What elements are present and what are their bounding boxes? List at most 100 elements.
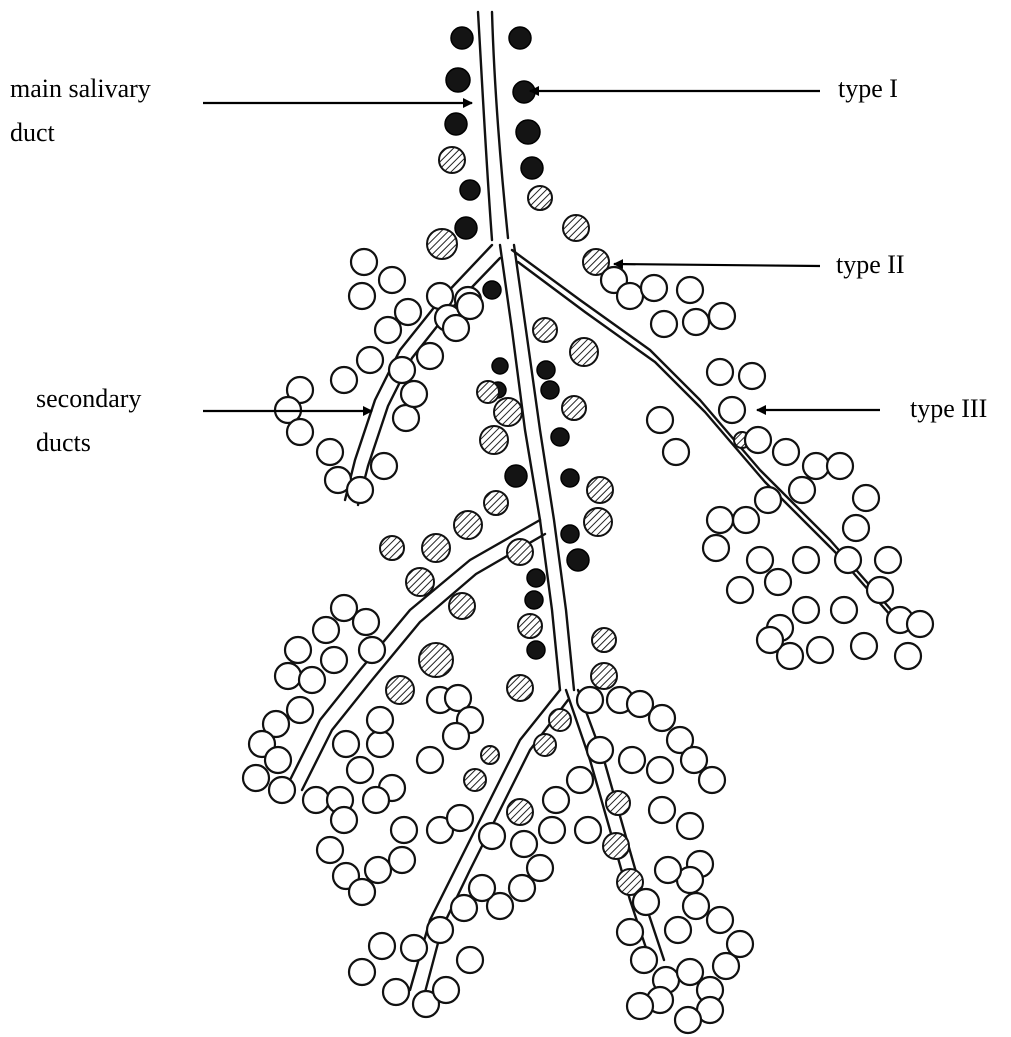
type-ii-acinus-47 <box>507 675 533 701</box>
type-iii-acinus-181 <box>567 767 593 793</box>
type-iii-acinus-167 <box>383 979 409 1005</box>
type-i-acinus-26 <box>527 641 545 659</box>
type-i-acinus-21 <box>561 469 579 487</box>
type-iii-acinus-125 <box>299 667 325 693</box>
type-iii-acinus-137 <box>367 731 393 757</box>
type-iii-acinus-174 <box>649 705 675 731</box>
type-iii-acinus-86 <box>709 303 735 329</box>
type-iii-acinus-139 <box>333 731 359 757</box>
type-ii-acinus-46 <box>591 663 617 689</box>
type-iii-acinus-89 <box>719 397 745 423</box>
type-iii-acinus-113 <box>831 597 857 623</box>
type-iii-acinus-123 <box>285 637 311 663</box>
type-iii-acinus-92 <box>745 427 771 453</box>
type-i-acinus-22 <box>561 525 579 543</box>
label-secondary-ducts-line1: secondary <box>36 377 141 421</box>
label-secondary-ducts: secondary ducts <box>36 377 141 465</box>
type-ii-acinus-54 <box>603 833 629 859</box>
main-salivary-duct <box>478 12 508 240</box>
type-iii-acinus-61 <box>375 317 401 343</box>
type-iii-acinus-104 <box>727 577 753 603</box>
type-iii-acinus-144 <box>417 747 443 773</box>
type-i-acinus-1 <box>509 27 531 49</box>
type-ii-acinus-43 <box>386 676 414 704</box>
type-i-acinus-17 <box>537 361 555 379</box>
type-ii-acinus-11 <box>427 229 457 259</box>
type-ii-acinus-33 <box>587 477 613 503</box>
type-iii-acinus-204 <box>627 993 653 1019</box>
label-type-i: type I <box>838 67 898 111</box>
type-ii-acinus-44 <box>518 614 542 638</box>
label-main-salivary-duct-line1: main salivary <box>10 67 151 111</box>
type-ii-acinus-28 <box>570 338 598 366</box>
type-iii-acinus-163 <box>427 917 453 943</box>
type-iii-acinus-128 <box>287 697 313 723</box>
type-iii-acinus-81 <box>617 283 643 309</box>
type-iii-acinus-126 <box>321 647 347 673</box>
type-iii-acinus-183 <box>539 817 565 843</box>
type-iii-acinus-147 <box>331 807 357 833</box>
type-iii-acinus-70 <box>287 419 313 445</box>
type-ii-acinus-31 <box>562 396 586 420</box>
type-iii-acinus-148 <box>317 837 343 863</box>
type-iii-acinus-133 <box>269 777 295 803</box>
type-iii-acinus-57 <box>351 249 377 275</box>
type-iii-acinus-171 <box>577 687 603 713</box>
type-ii-acinus-34 <box>484 491 508 515</box>
type-iii-acinus-82 <box>641 275 667 301</box>
type-iii-acinus-93 <box>773 439 799 465</box>
type-iii-acinus-185 <box>649 797 675 823</box>
type-i-acinus-25 <box>525 591 543 609</box>
type-iii-acinus-182 <box>543 787 569 813</box>
type-ii-acinus-27 <box>533 318 557 342</box>
type-iii-acinus-74 <box>371 453 397 479</box>
type-iii-acinus-178 <box>647 757 673 783</box>
type-i-acinus-14 <box>483 281 501 299</box>
type-i-acinus-24 <box>527 569 545 587</box>
type-iii-acinus-76 <box>401 381 427 407</box>
type-iii-acinus-98 <box>789 477 815 503</box>
type-iii-acinus-117 <box>757 627 783 653</box>
type-iii-acinus-66 <box>357 347 383 373</box>
type-iii-acinus-198 <box>707 907 733 933</box>
type-iii-acinus-106 <box>793 547 819 573</box>
type-ii-acinus-36 <box>584 508 612 536</box>
type-iii-acinus-202 <box>675 1007 701 1033</box>
type-iii-acinus-153 <box>391 817 417 843</box>
type-iii-acinus-122 <box>313 617 339 643</box>
type-i-acinus-0 <box>451 27 473 49</box>
type-i-acinus-23 <box>567 549 589 571</box>
type-iii-acinus-170 <box>457 947 483 973</box>
type-iii-acinus-127 <box>359 637 385 663</box>
type-iii-acinus-118 <box>807 637 833 663</box>
type-iii-acinus-177 <box>699 767 725 793</box>
label-type-ii: type II <box>836 243 905 287</box>
type-iii-acinus-84 <box>683 309 709 335</box>
type-iii-acinus-169 <box>433 977 459 1003</box>
type-iii-acinus-164 <box>401 935 427 961</box>
type-ii-acinus-35 <box>454 511 482 539</box>
type-iii-acinus-156 <box>479 823 505 849</box>
type-iii-acinus-112 <box>895 643 921 669</box>
label-type-iii: type III <box>910 387 987 431</box>
acini-layer <box>243 27 933 1033</box>
type-iii-acinus-67 <box>331 367 357 393</box>
type-iii-acinus-119 <box>851 633 877 659</box>
type-iii-acinus-124 <box>275 663 301 689</box>
type-iii-acinus-83 <box>677 277 703 303</box>
type-i-acinus-6 <box>460 180 480 200</box>
type-iii-acinus-111 <box>907 611 933 637</box>
type-ii-acinus-32 <box>480 426 508 454</box>
type-i-acinus-20 <box>505 465 527 487</box>
type-iii-acinus-191 <box>617 919 643 945</box>
type-iii-acinus-152 <box>389 847 415 873</box>
type-ii-acinus-37 <box>507 539 533 565</box>
label-secondary-ducts-line2: ducts <box>36 421 141 465</box>
type-i-acinus-4 <box>445 113 467 135</box>
type-iii-acinus-150 <box>349 879 375 905</box>
type-iii-acinus-95 <box>827 453 853 479</box>
type-iii-acinus-85 <box>651 311 677 337</box>
type-iii-acinus-134 <box>303 787 329 813</box>
type-iii-acinus-132 <box>243 765 269 791</box>
type-iii-acinus-200 <box>665 917 691 943</box>
